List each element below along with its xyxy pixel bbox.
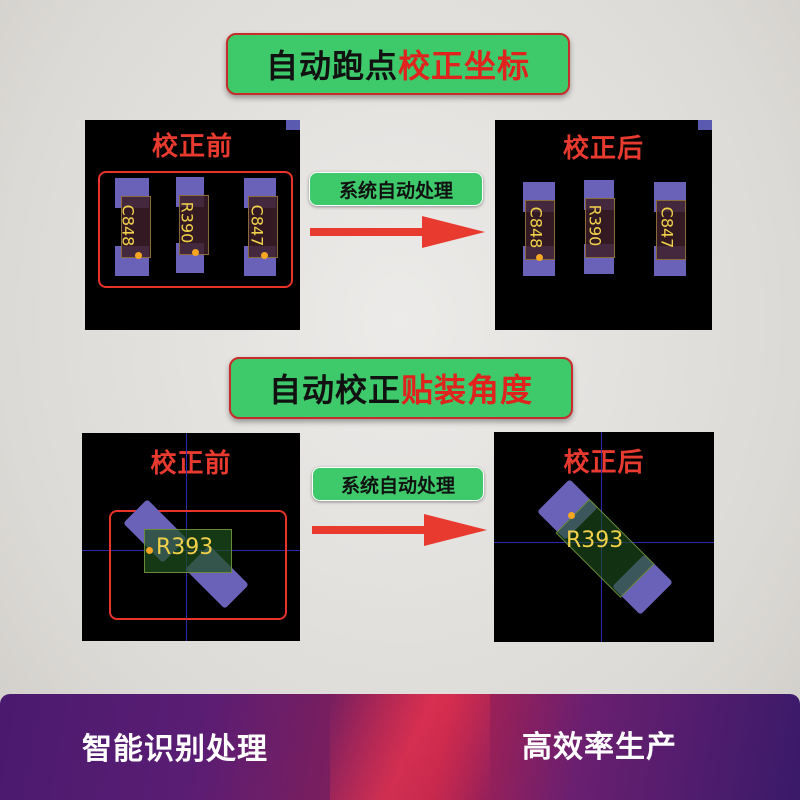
component-label: R393 xyxy=(566,528,624,553)
section2-title-dark: 自动校正 xyxy=(268,371,401,409)
corner-marker xyxy=(698,120,712,130)
component-c848: C848 xyxy=(523,182,555,276)
orientation-dot xyxy=(568,512,575,519)
orientation-dot xyxy=(135,252,142,259)
selection-frame xyxy=(109,510,287,620)
section2-title: 自动校正 贴装角度 xyxy=(229,357,573,419)
section1-title-red: 校正坐标 xyxy=(398,47,531,85)
section1-after-panel: 校正后 C848 R390 C847 xyxy=(495,120,712,330)
section2-before-panel: 校正前 R393 xyxy=(82,433,300,641)
footer-right-text: 高效率生产 xyxy=(522,730,677,765)
section1-before-panel: 校正前 C848 R390 C847 xyxy=(85,120,300,330)
section2-title-red: 贴装角度 xyxy=(401,371,534,409)
corner-marker xyxy=(286,120,300,130)
light-streak xyxy=(330,694,490,800)
section1-after-label: 校正后 xyxy=(562,134,644,164)
component-c848: C848 xyxy=(115,178,151,276)
component-label: R390 xyxy=(585,204,605,247)
footer-banner: 智能识别处理 高效率生产 xyxy=(0,694,800,800)
component-label: R390 xyxy=(177,201,197,244)
section1-process-label: 系统自动处理 xyxy=(309,172,483,206)
section2-before-label: 校正前 xyxy=(150,449,232,479)
component-label: C847 xyxy=(247,204,267,247)
component-body xyxy=(585,198,615,258)
component-body xyxy=(525,200,555,260)
component-outline xyxy=(144,529,232,573)
orientation-dot xyxy=(536,254,543,261)
component-label: C848 xyxy=(526,206,546,249)
footer-left-text: 智能识别处理 xyxy=(82,732,268,767)
component-c847: C847 xyxy=(654,182,686,276)
section1-before-label: 校正前 xyxy=(151,132,233,162)
component-label: R393 xyxy=(156,535,214,560)
component-body xyxy=(121,196,151,258)
component-label: C847 xyxy=(657,206,677,249)
section1-arrow xyxy=(310,216,485,248)
component-r390: R390 xyxy=(176,177,209,273)
section1-title: 自动跑点 校正坐标 xyxy=(226,33,570,95)
section2-after-label: 校正后 xyxy=(563,448,645,478)
component-c847: C847 xyxy=(244,178,278,276)
orientation-dot xyxy=(146,547,153,554)
component-label: C848 xyxy=(118,204,138,247)
orientation-dot xyxy=(261,252,268,259)
section1-title-dark: 自动跑点 xyxy=(265,47,398,85)
component-body xyxy=(248,196,278,258)
selection-frame xyxy=(98,171,293,288)
section2-process-label: 系统自动处理 xyxy=(312,467,484,501)
orientation-dot xyxy=(192,249,199,256)
component-r390: R390 xyxy=(584,180,615,274)
component-body xyxy=(656,200,686,260)
section2-after-panel: 校正后 R393 xyxy=(494,432,714,642)
section2-arrow xyxy=(312,514,487,546)
